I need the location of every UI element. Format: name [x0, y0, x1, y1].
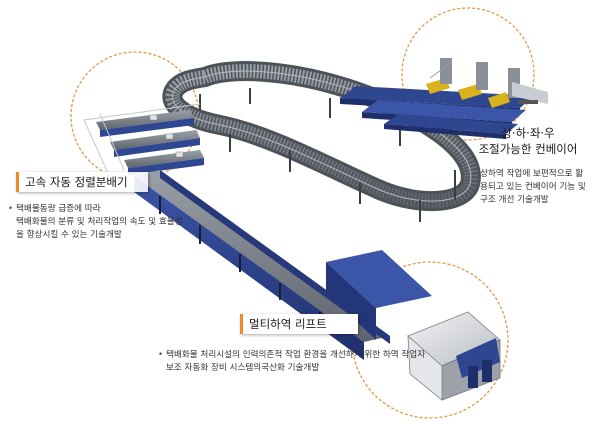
lift-title: 멀티하역 리프트 — [240, 314, 358, 334]
adjustable-conveyors — [340, 58, 548, 139]
high-speed-sorter — [83, 103, 204, 183]
lift-desc-line: 택배화물 처리시설의 인력의존적 작업 환경을 개선하기 위한 하역 작업자 — [158, 349, 425, 362]
callout-circle-conveyor — [401, 7, 535, 141]
lift-desc-line: 보조 자동화 장비 시스템의국산화 기술개발 — [166, 363, 320, 373]
conveyor-desc-line: 용되고 있는 컨베이어 기능 및 — [480, 182, 586, 192]
conveyor-title-line: 조절가능한 컨베이어 — [478, 142, 578, 156]
lift-description: 택배화물 처리시설의 인력의존적 작업 환경을 개선하기 위한 하역 작업자 보… — [158, 349, 425, 375]
conveyor-title-line: 상·하·좌·우 — [501, 126, 555, 140]
conveyor-description: 상하역 작업에 보편적으로 활 용되고 있는 컨베이어 기능 및 구조 개선 기… — [472, 168, 586, 207]
conveyor-desc-line: 구조 개선 기술개발 — [480, 195, 549, 205]
sorter-title: 고속 자동 정렬분배기 — [16, 172, 148, 192]
sorter-desc-line: 을 향상시킬 수 있는 기술개발 — [16, 230, 122, 240]
sorter-desc-line: 택배화물의 분류 및 처리작업의 속도 및 효율성 — [16, 217, 183, 227]
sorter-description: 택배물동량 급증에 따라 택배화물의 분류 및 처리작업의 속도 및 효율성 을… — [8, 203, 183, 242]
conveyor-desc-line: 상하역 작업에 보편적으로 활 — [472, 168, 586, 181]
callout-circle-lift — [351, 261, 509, 419]
conveyor-title: 상·하·좌·우 조절가능한 컨베이어 — [470, 125, 586, 157]
sorter-desc-line: 택배물동량 급증에 따라 — [8, 203, 183, 216]
